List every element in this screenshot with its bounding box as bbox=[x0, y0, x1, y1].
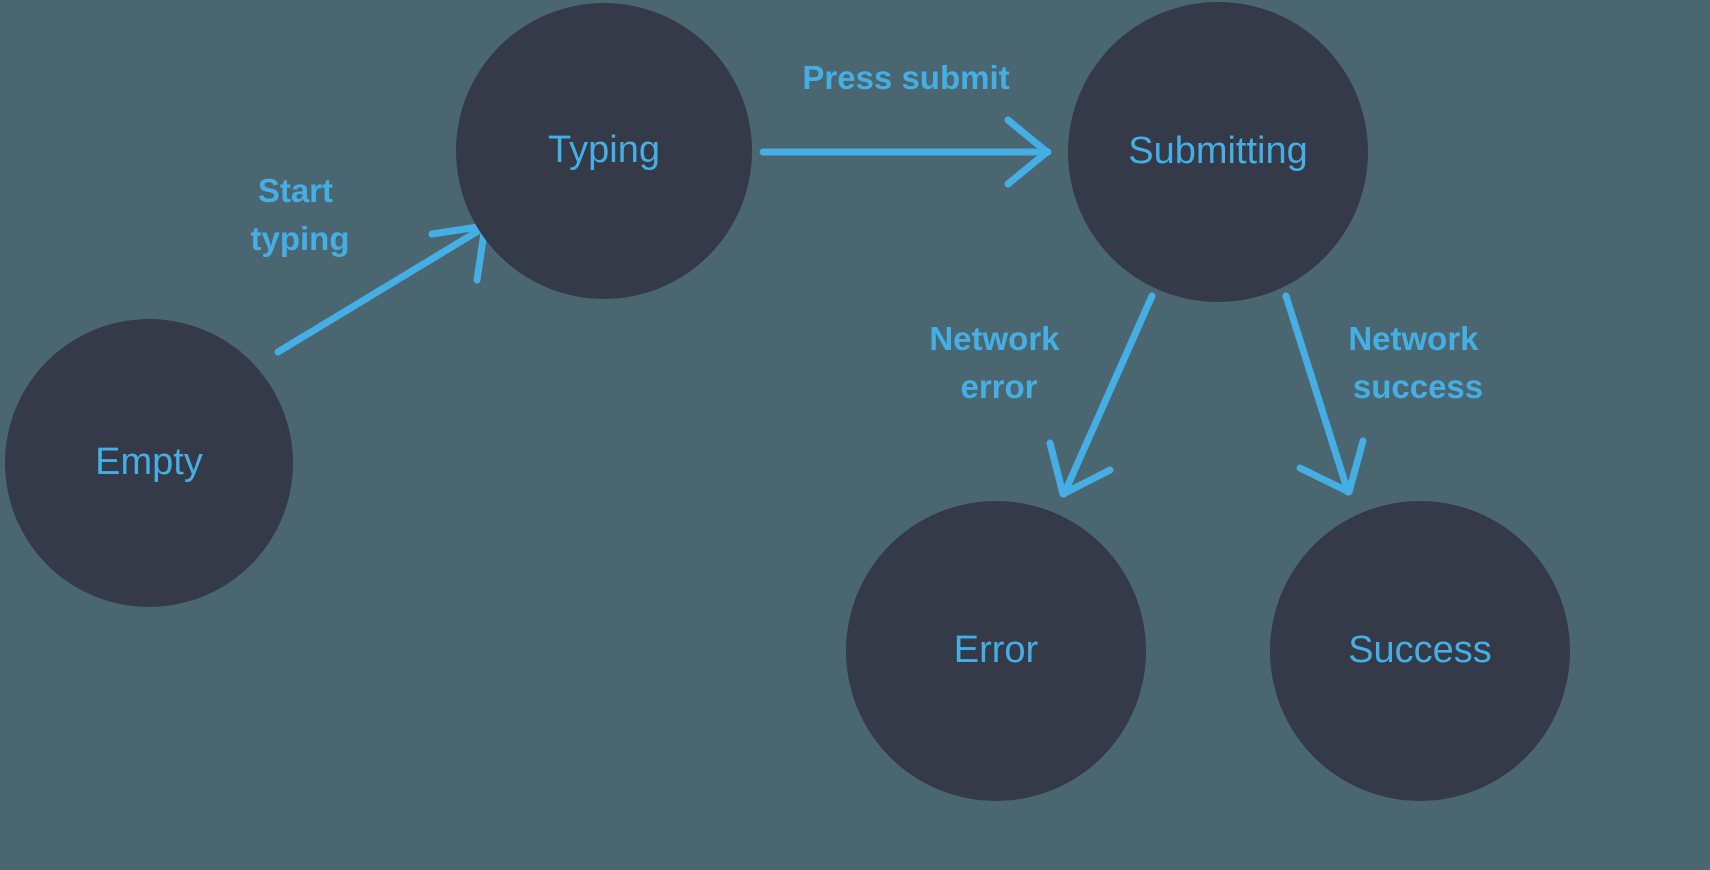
state-node-submitting-label: Submitting bbox=[1128, 130, 1308, 172]
transition-network-success-label-line-2: success bbox=[1353, 368, 1483, 405]
transition-network-success-arrowhead bbox=[1296, 437, 1367, 496]
state-node-error-circle bbox=[846, 501, 1146, 801]
state-node-error-label: Error bbox=[954, 629, 1039, 671]
transition-press-submit-label-line-1: Press submit bbox=[802, 59, 1009, 96]
transition-network-success[interactable]: Network success bbox=[1282, 292, 1488, 496]
transition-start-typing-label-line-1: Start bbox=[258, 172, 333, 209]
transition-start-typing-line bbox=[274, 224, 487, 356]
transition-network-error-label-line-2: error bbox=[960, 368, 1037, 405]
transition-network-error[interactable]: Network error bbox=[929, 292, 1156, 498]
transition-press-submit-arrowhead bbox=[1004, 116, 1051, 188]
state-node-submitting[interactable]: Submitting bbox=[1068, 2, 1368, 302]
transition-network-success-line bbox=[1282, 292, 1352, 496]
state-node-submitting-circle bbox=[1068, 2, 1368, 302]
state-node-empty[interactable]: Empty bbox=[5, 319, 293, 607]
transition-network-error-label-line-1: Network bbox=[929, 320, 1060, 357]
state-node-error[interactable]: Error bbox=[846, 501, 1146, 801]
transition-network-error-label: Network error bbox=[929, 320, 1068, 405]
transition-start-typing-label: Start typing bbox=[251, 172, 350, 257]
transition-start-typing-label-line-2: typing bbox=[251, 220, 350, 257]
transition-network-error-arrowhead bbox=[1046, 439, 1114, 498]
transition-press-submit[interactable]: Press submit bbox=[759, 59, 1052, 188]
state-node-typing[interactable]: Typing bbox=[456, 3, 752, 299]
transition-network-success-label: Network success bbox=[1348, 320, 1487, 405]
state-node-typing-label: Typing bbox=[548, 129, 660, 171]
transition-start-typing[interactable]: Start typing bbox=[251, 172, 489, 356]
transition-press-submit-label: Press submit bbox=[802, 59, 1009, 96]
state-node-empty-circle bbox=[5, 319, 293, 607]
transition-network-success-label-line-1: Network bbox=[1348, 320, 1479, 357]
state-node-typing-circle bbox=[456, 3, 752, 299]
state-node-empty-label: Empty bbox=[95, 441, 203, 483]
state-node-success-circle bbox=[1270, 501, 1570, 801]
transition-network-error-line bbox=[1060, 292, 1156, 498]
state-node-success[interactable]: Success bbox=[1270, 501, 1570, 801]
state-node-success-label: Success bbox=[1348, 629, 1492, 671]
